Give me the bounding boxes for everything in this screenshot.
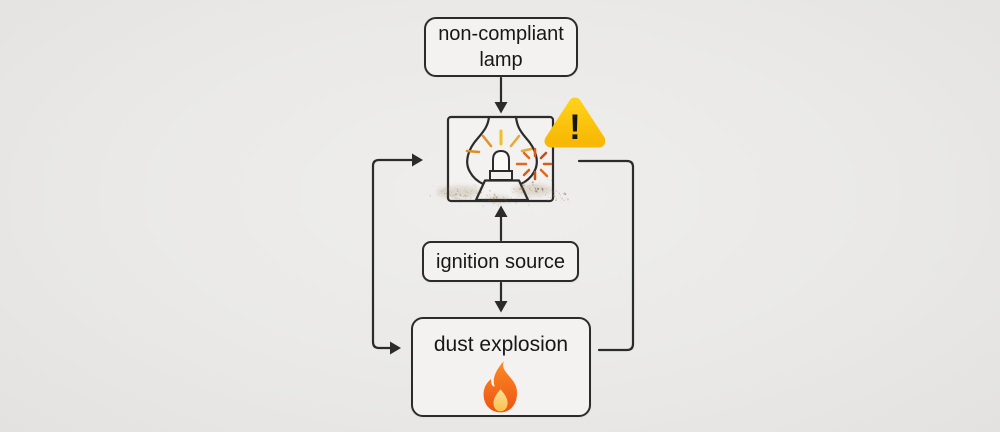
node-non-compliant-lamp: non-compliant lamp: [424, 17, 578, 77]
node-label: ignition source: [436, 250, 565, 273]
warning-exclamation-glyph: !: [569, 108, 581, 147]
spark-burst-orange-icon: [515, 147, 553, 181]
lamp-illustration: !: [423, 97, 605, 208]
node-ignition-source: ignition source: [422, 241, 579, 282]
spark-rays-yellow-icon: [465, 129, 533, 154]
fire-icon: [483, 361, 518, 413]
warning-triangle-icon: !: [544, 97, 605, 148]
node-dust-explosion: dust explosion: [411, 317, 591, 417]
dust-speckles: [423, 178, 570, 208]
arrowhead-right-icon: [390, 341, 401, 355]
edge-left-loop: [371, 158, 414, 350]
node-label: dust explosion: [433, 333, 569, 356]
arrowhead-down-icon: [494, 301, 508, 313]
node-label: non-compliant lamp: [438, 23, 564, 71]
lamp-flame-bulb: [492, 149, 510, 172]
lamp-collar: [489, 170, 513, 181]
